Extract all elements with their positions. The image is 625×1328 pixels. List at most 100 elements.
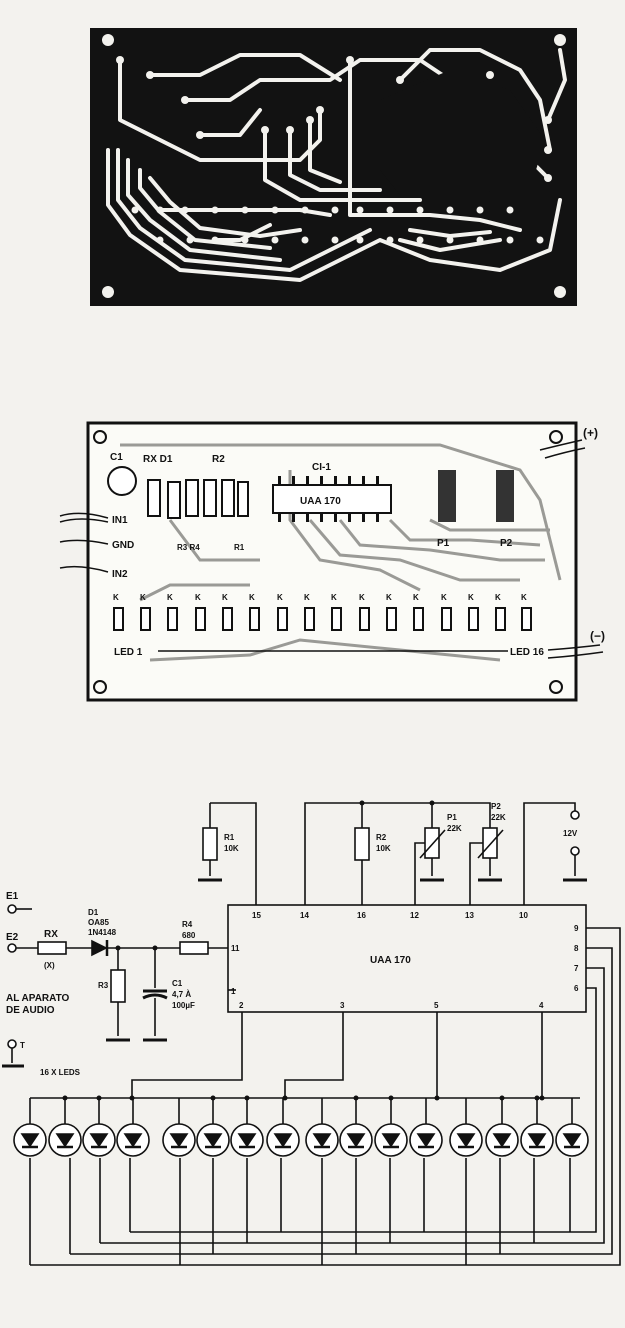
schematic-label-d1-val2: 1N4148 <box>88 928 117 937</box>
pcb-k-13: K <box>441 593 447 602</box>
schematic-led-8 <box>266 1098 300 1157</box>
pcb-label-led1: LED 1 <box>114 647 143 658</box>
pin-3: 3 <box>340 1001 345 1010</box>
pcb-led-row <box>113 607 532 631</box>
schematic-label-r1-val: 10K <box>224 844 239 853</box>
pcb-k-16: K <box>521 593 527 602</box>
schematic: E1 E2 RX (X) D1 OA85 1N4148 R4 680 R3 C1… <box>2 800 621 1266</box>
schematic-label-p1: P1 <box>447 813 457 822</box>
schematic-label-c1: C1 <box>172 979 183 988</box>
schematic-led-1 <box>13 1098 47 1157</box>
schematic-led-14 <box>485 1098 519 1157</box>
schematic-label-p2-val: 22K <box>491 813 506 822</box>
schematic-label-r4-val: 680 <box>182 931 196 940</box>
pcb-k-1: K <box>113 593 119 602</box>
pcb-label-in1: IN1 <box>112 515 128 526</box>
schematic-led-13 <box>449 1098 483 1157</box>
pin-12: 12 <box>410 911 419 920</box>
schematic-led-array <box>13 1098 589 1157</box>
schematic-label-d1: D1 <box>88 908 99 917</box>
schematic-label-p2: P2 <box>491 802 501 811</box>
schematic-label-rx: RX <box>44 929 58 940</box>
schematic-label-p1-val: 22K <box>447 824 462 833</box>
pcb-k-9: K <box>331 593 337 602</box>
pcb-label-led16: LED 16 <box>510 647 544 658</box>
schematic-led-6 <box>196 1098 230 1157</box>
schematic-label-rx-val: (X) <box>44 961 55 970</box>
pcb-label-minus: (−) <box>590 629 605 643</box>
schematic-label-ground: T <box>20 1041 25 1050</box>
pcb-resistors <box>147 479 249 519</box>
pcb-label-ci1: CI-1 <box>312 462 331 473</box>
pin-11: 11 <box>231 944 240 953</box>
schematic-label-leds: 16 X LEDS <box>40 1068 81 1077</box>
pcb-k-8: K <box>304 593 310 602</box>
pcb-label-in2: IN2 <box>112 569 128 580</box>
pcb-k-4: K <box>195 593 201 602</box>
schematic-label-12v: 12V <box>563 829 578 838</box>
schematic-led-7 <box>230 1098 264 1157</box>
schematic-led-5 <box>162 1098 196 1157</box>
pin-13: 13 <box>465 911 474 920</box>
pin-16: 16 <box>357 911 366 920</box>
schematic-led-9 <box>305 1098 339 1157</box>
schematic-led-15 <box>520 1098 554 1157</box>
pcb-label-p1: P1 <box>437 538 450 549</box>
pcb-k-15: K <box>495 593 501 602</box>
pcb-label-r1: R1 <box>234 543 245 552</box>
pcb-trimpots <box>438 470 514 522</box>
schematic-led-2 <box>48 1098 82 1157</box>
schematic-led-11 <box>374 1098 408 1157</box>
schematic-label-ic: UAA 170 <box>370 955 411 966</box>
pcb-k-11: K <box>386 593 392 602</box>
pcb-component-view: C1 RX D1 R2 R3 R4 R1 UAA 170 CI-1 <box>59 421 605 702</box>
pcb-copper-view <box>90 28 577 306</box>
schematic-label-e1: E1 <box>6 891 19 902</box>
pin-8: 8 <box>574 944 579 953</box>
schematic-label-audio1: AL APARATO <box>6 993 70 1004</box>
schematic-label-r1: R1 <box>224 833 235 842</box>
pcb-k-2: K <box>140 593 146 602</box>
pcb-label-r2: R2 <box>212 454 225 465</box>
schematic-label-e2: E2 <box>6 932 19 943</box>
pcb-k-10: K <box>359 593 365 602</box>
pin-10: 10 <box>519 911 528 920</box>
schematic-led-16 <box>555 1098 589 1157</box>
pcb-k-6: K <box>249 593 255 602</box>
schematic-label-audio2: DE AUDIO <box>6 1005 55 1016</box>
schematic-led-3 <box>82 1098 116 1157</box>
schematic-label-c1-val2: 100µF <box>172 1001 195 1010</box>
pin-15: 15 <box>252 911 261 920</box>
pcb-label-r3r4: R3 R4 <box>177 543 200 552</box>
pin-1: 1 <box>231 987 236 996</box>
schematic-led-10 <box>339 1098 373 1157</box>
schematic-label-r3: R3 <box>98 981 109 990</box>
schematic-led-12 <box>409 1098 443 1157</box>
pcb-label-p2: P2 <box>500 538 513 549</box>
pcb-label-plus: (+) <box>583 426 598 440</box>
schematic-ic-box <box>227 904 587 1013</box>
pin-5: 5 <box>434 1001 439 1010</box>
pin-9: 9 <box>574 924 579 933</box>
schematic-led-4 <box>116 1098 150 1157</box>
pin-2: 2 <box>239 1001 244 1010</box>
schematic-label-r2-val: 10K <box>376 844 391 853</box>
pin-4: 4 <box>539 1001 544 1010</box>
pin-6: 6 <box>574 984 579 993</box>
pcb-k-3: K <box>167 593 173 602</box>
pcb-c1-capacitor <box>107 466 137 496</box>
pcb-label-c1: C1 <box>110 452 123 463</box>
pin-14: 14 <box>300 911 309 920</box>
pcb-k-7: K <box>277 593 283 602</box>
pcb-k-5: K <box>222 593 228 602</box>
schematic-label-r2: R2 <box>376 833 387 842</box>
pcb-label-ic: UAA 170 <box>300 496 341 507</box>
pcb-label-gnd: GND <box>112 540 134 551</box>
schematic-label-d1-val1: OA85 <box>88 918 109 927</box>
schematic-label-c1-val1: 4,7 À <box>172 990 191 999</box>
pin-7: 7 <box>574 964 579 973</box>
schematic-label-r4: R4 <box>182 920 193 929</box>
pcb-ic-uaa170 <box>272 484 392 514</box>
